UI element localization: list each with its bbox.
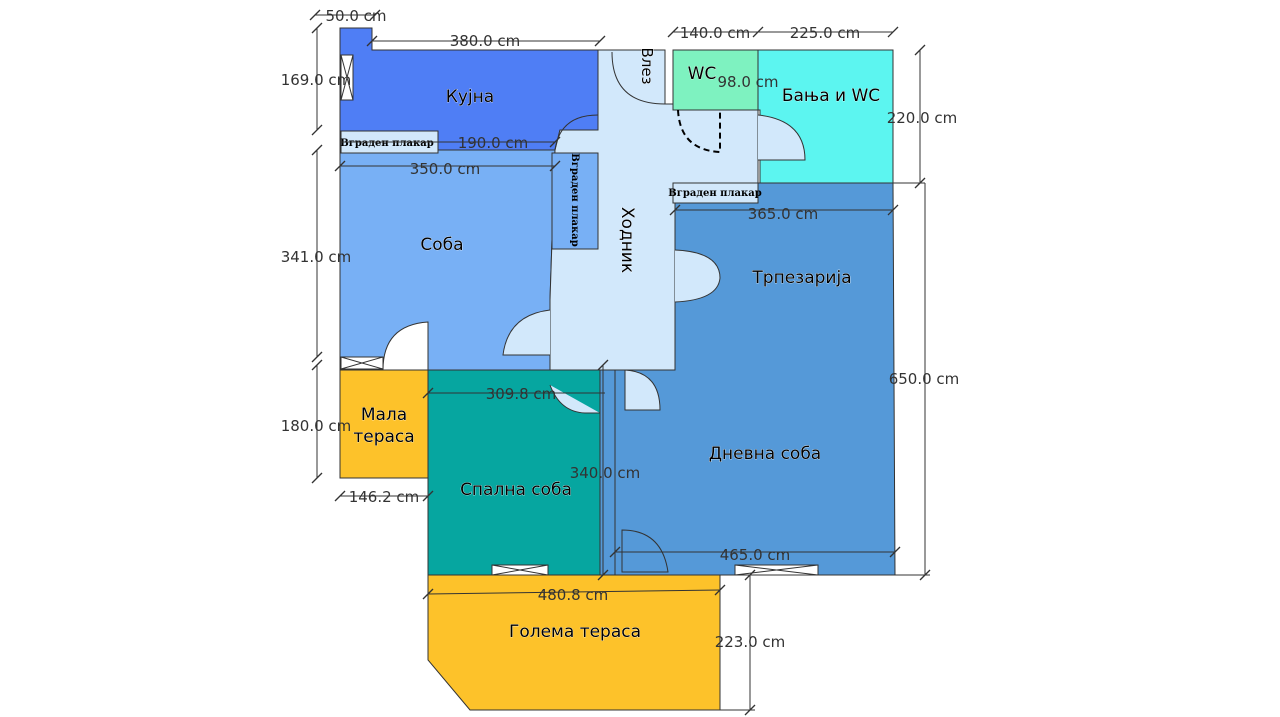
entrance-door-swing: [611, 51, 666, 105]
dining-closet-label: Вграден плакар: [668, 188, 761, 199]
dim-big-terrace-width: 480.8 cm: [538, 586, 609, 604]
bathroom-label: Бања и WC: [782, 86, 880, 106]
corridor-label: Ходник: [617, 207, 637, 273]
bedroom-label: Спална соба: [460, 480, 572, 500]
window-bedroom: [491, 564, 549, 576]
corridor-arc-right-top: [757, 114, 806, 161]
dim-bath-height: 220.0 cm: [887, 109, 958, 127]
room-door-swing: [382, 321, 429, 371]
entrance-label: Влез: [638, 47, 656, 84]
dim-closet-width: 190.0 cm: [458, 134, 529, 152]
big-terrace-label: Голема тераса: [509, 622, 641, 642]
partition-wall: [599, 369, 616, 576]
dim-small-terrace-height: 180.0 cm: [281, 417, 352, 435]
dining-closet: Вграден плакар: [668, 182, 762, 204]
big-terrace-area: [427, 574, 721, 711]
corridor-arc-right-mid: [674, 249, 721, 303]
dim-kitchen-width: 380.0 cm: [450, 32, 521, 50]
room-closet-label: Вграден плакар: [569, 153, 580, 246]
wc-label: WC: [688, 64, 717, 84]
dining-label: Трпезарија: [751, 268, 851, 288]
corridor-arc-top-left: [554, 114, 599, 151]
dim-living-width: 465.0 cm: [720, 546, 791, 564]
dim-small-terrace-width: 146.2 cm: [349, 488, 420, 506]
living-door-swing: [621, 529, 669, 573]
dim-bedroom-height: 340.0 cm: [570, 464, 641, 482]
dim-bath-width: 225.0 cm: [790, 24, 861, 42]
dim-room-height: 341.0 cm: [281, 248, 352, 266]
corridor-arc-bottom-right: [624, 369, 661, 411]
window-room: [340, 356, 384, 370]
dim-wc-inner: 98.0 cm: [717, 73, 778, 91]
kitchen-closet-label: Вграден плакар: [340, 138, 433, 149]
dimension-lines: [309, 9, 931, 716]
dim-big-terrace-height: 223.0 cm: [715, 633, 786, 651]
dim-kitchen-height: 169.0 cm: [281, 71, 352, 89]
room-closet: Вграден плакар: [551, 152, 599, 250]
window-living: [734, 564, 819, 576]
living-label: Дневна соба: [709, 444, 821, 464]
dim-room-width: 350.0 cm: [410, 160, 481, 178]
dim-dining-width: 365.0 cm: [748, 205, 819, 223]
room-label: Соба: [420, 235, 463, 255]
dim-top-small: 50.0 cm: [325, 7, 386, 25]
dim-bedroom-width: 309.8 cm: [486, 385, 557, 403]
corridor-arc-left-mid: [502, 309, 551, 356]
dim-wc-width: 140.0 cm: [680, 24, 751, 42]
corridor-arc-bottom: [549, 384, 600, 414]
dim-right-height: 650.0 cm: [889, 370, 960, 388]
kitchen-label: Кујна: [446, 87, 494, 107]
window-kitchen: [340, 54, 354, 101]
bathroom-area: [757, 49, 894, 184]
